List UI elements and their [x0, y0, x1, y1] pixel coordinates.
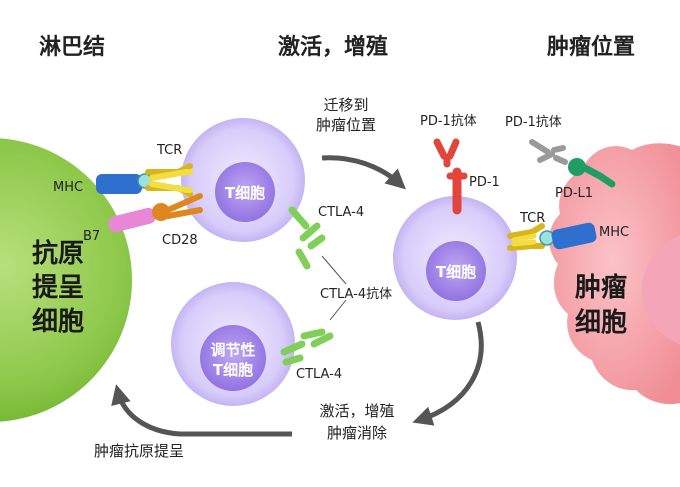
arrow-migrate — [321, 155, 406, 190]
label-mhc-left: MHC — [53, 180, 83, 195]
t-cell-top: T细胞 — [181, 118, 305, 242]
ctla4-antibody-leader-top — [321, 255, 347, 285]
label-b7: B7 — [83, 229, 100, 244]
tumor-cell: 肿瘤 细胞 — [549, 143, 680, 405]
label-pd1-antibody-right: PD-1抗体 — [505, 115, 562, 130]
label-pdl1: PD-L1 — [555, 186, 593, 201]
mhc-tcr-left — [96, 163, 193, 197]
ctla4-antibody-leader-bottom — [329, 299, 347, 321]
label-tcr-top: TCR — [156, 143, 182, 158]
pdl1-ligand — [568, 158, 616, 188]
flow-migrate-line2: 肿瘤位置 — [316, 116, 376, 134]
label-tcr-right: TCR — [519, 211, 545, 226]
label-ctla4-bottom: CTLA-4 — [296, 367, 342, 382]
flow-present: 肿瘤抗原提呈 — [94, 442, 184, 460]
pd1-antibody-grey — [529, 139, 568, 165]
apc-label-line3: 细胞 — [32, 306, 84, 337]
pd1-antibody-red — [433, 138, 460, 168]
flow-kill-line1: 激活，增殖 — [319, 402, 394, 420]
flow-kill-line2: 肿瘤消除 — [327, 424, 387, 442]
header-tumor-site: 肿瘤位置 — [547, 34, 635, 60]
b7-cd28-pair — [108, 193, 203, 233]
treg-label-line1: 调节性 — [210, 341, 255, 359]
header-activation: 激活，增殖 — [278, 34, 388, 60]
t-cell-top-label: T细胞 — [225, 184, 265, 202]
label-ctla4-antibody: CTLA-4抗体 — [320, 287, 392, 302]
b7-ligand — [108, 207, 156, 233]
header-lymph-node: 淋巴结 — [39, 34, 105, 60]
label-pd1: PD-1 — [469, 175, 500, 190]
tumor-label-line1: 肿瘤 — [575, 272, 627, 303]
cd28-stem — [165, 193, 203, 219]
apc-label-line2: 提呈 — [32, 273, 84, 303]
ctla4-treg — [280, 328, 334, 366]
apc-label-line1: 抗原 — [32, 238, 84, 269]
treg-label-line2: T细胞 — [213, 361, 253, 379]
mhc-right-receptor — [551, 222, 597, 250]
pd1-receptor — [446, 167, 468, 215]
label-ctla4-top: CTLA-4 — [318, 205, 364, 220]
flow-migrate-line1: 迁移到 — [323, 96, 368, 114]
tcr-mhc-right — [507, 222, 597, 251]
antigen-peptide-right — [539, 230, 555, 246]
label-pd1-antibody-left: PD-1抗体 — [420, 114, 477, 129]
arrow-present — [111, 384, 292, 437]
regulatory-t-cell: 调节性 T细胞 — [171, 282, 295, 406]
arrow-activate-kill — [412, 321, 484, 426]
tumor-label-line2: 细胞 — [575, 307, 627, 338]
t-cell-tumor: T细胞 — [393, 196, 517, 320]
antigen-presenting-cell: 抗原 提呈 细胞 — [0, 138, 132, 422]
label-mhc-right: MHC — [599, 225, 629, 240]
label-cd28: CD28 — [162, 233, 198, 248]
mhc-left-receptor — [96, 174, 142, 194]
ctla4-top — [288, 206, 326, 270]
t-cell-tumor-label: T细胞 — [436, 263, 476, 281]
